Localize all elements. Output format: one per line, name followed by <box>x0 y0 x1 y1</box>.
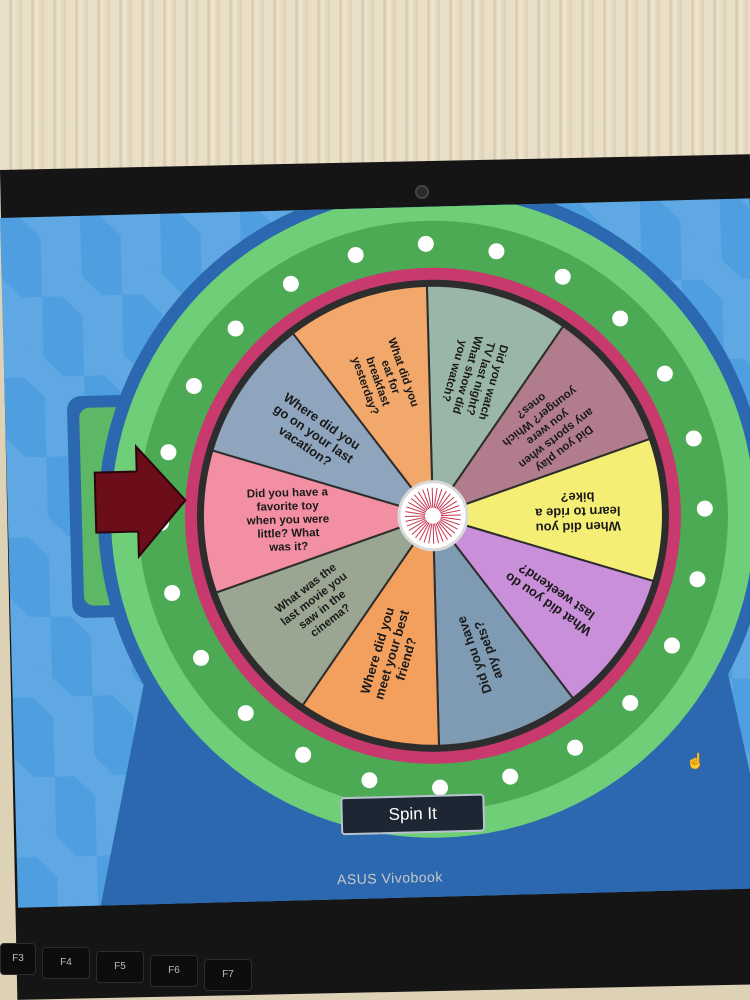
wheel-light-dot <box>417 235 434 252</box>
wheel-light-dot <box>696 500 713 517</box>
hub-ray <box>440 505 460 514</box>
hub-ray <box>423 523 431 543</box>
hub-ray <box>431 487 434 508</box>
hub-ray <box>417 491 430 510</box>
hub-ray <box>440 514 461 517</box>
webcam <box>415 185 429 199</box>
wheel-segment <box>431 512 575 747</box>
hub-ray <box>440 516 461 521</box>
wheel-light-dot <box>347 246 364 263</box>
hub-ray <box>440 517 460 526</box>
hub-ray <box>406 518 426 527</box>
hub-ray <box>440 509 461 515</box>
wheel-segment <box>202 449 437 594</box>
wheel-segment <box>291 284 435 519</box>
wheel-light-dot <box>502 768 519 785</box>
wheel-light-dot <box>663 637 680 654</box>
hub-ray <box>436 490 447 509</box>
hub-ray <box>434 523 440 544</box>
hub-ray <box>411 520 428 535</box>
spin-button-label: Spin It <box>388 803 438 825</box>
wheel-segment <box>214 513 436 707</box>
wheel-segment <box>430 513 655 700</box>
wheel-light-dot <box>656 365 673 382</box>
spin-wheel-game: Did you watchTV last night?What show did… <box>67 198 750 908</box>
hub-ray <box>414 494 429 511</box>
arrow-icon <box>93 443 187 560</box>
key-f7[interactable]: F7 <box>204 959 252 991</box>
hub-ray <box>406 506 426 514</box>
wheel-light-dot <box>193 649 210 666</box>
wheel-segment <box>211 331 436 518</box>
hub-ray <box>415 521 429 538</box>
wheel-segment <box>425 284 565 519</box>
keyboard-row: F3 F4 F5 F6 F7 <box>0 935 750 1000</box>
hub-ray <box>435 523 444 543</box>
hub-ray <box>435 489 443 509</box>
spin-button[interactable]: Spin It <box>340 793 486 836</box>
wheel-light-dot <box>361 772 378 789</box>
wheel-light-dot <box>685 430 702 447</box>
wheel-light-dot <box>567 739 584 756</box>
laptop-screen: Did you watchTV last night?What show did… <box>0 198 750 908</box>
hub-ray <box>404 515 425 518</box>
wheel-light-dot <box>237 705 254 722</box>
hub-ray <box>428 523 433 544</box>
key-f6[interactable]: F6 <box>150 955 198 987</box>
hub-ray <box>438 520 456 534</box>
wheel-light-dot <box>689 571 706 588</box>
hub-ray <box>405 511 426 516</box>
wheel-light-dot <box>622 695 639 712</box>
wheel-light-dot <box>612 310 629 327</box>
laptop-brand: ASUS Vivobook <box>336 868 444 888</box>
hub-ray <box>438 496 455 511</box>
hub-ray <box>433 488 438 508</box>
wheel-segments: Did you watchTV last night?What show did… <box>202 284 664 747</box>
wheel-hub <box>397 480 469 552</box>
wheel-segment-question: What was thelast movie yousaw in thecine… <box>271 560 366 650</box>
wheel-light-dot <box>282 275 299 292</box>
hub-ray <box>405 516 426 522</box>
hub-ray <box>439 500 458 513</box>
wheel-segment <box>429 437 664 583</box>
wheel-segment <box>301 512 440 747</box>
hub-ray <box>419 522 430 541</box>
key-f5[interactable]: F5 <box>96 951 144 983</box>
wheel-light-dot <box>227 320 244 337</box>
hub-ray <box>426 488 432 509</box>
hub-ray <box>437 493 451 510</box>
hub-ray <box>410 497 427 512</box>
hub-ray <box>422 489 431 509</box>
wheel-light-dot <box>164 585 181 602</box>
wheel-light-dot <box>488 243 505 260</box>
key-f4[interactable]: F4 <box>42 947 90 979</box>
wheel-light-dot <box>554 268 571 285</box>
wheel-light-dot <box>160 444 177 461</box>
wheel-segment-question: When did youlearn to ride abike? <box>534 489 621 536</box>
hub-ray <box>408 501 427 513</box>
wheel-light-dot <box>432 779 449 796</box>
wheel-light-dot <box>295 746 312 763</box>
key-f3[interactable]: F3 <box>0 943 36 975</box>
hub-ray <box>432 523 435 544</box>
hub-rays <box>404 487 461 544</box>
hub-ray <box>437 521 452 538</box>
wheel-segment <box>430 324 652 518</box>
wheel-light-dot <box>185 377 202 394</box>
wheel-light-dots <box>153 235 713 796</box>
hub-ray <box>439 519 458 530</box>
hub-ray <box>408 519 427 531</box>
hub-ray <box>436 522 448 540</box>
wheel-segment-question: Did you have afavorite toywhen you werel… <box>245 486 330 554</box>
mouse-cursor-icon: ☝ <box>686 753 705 770</box>
